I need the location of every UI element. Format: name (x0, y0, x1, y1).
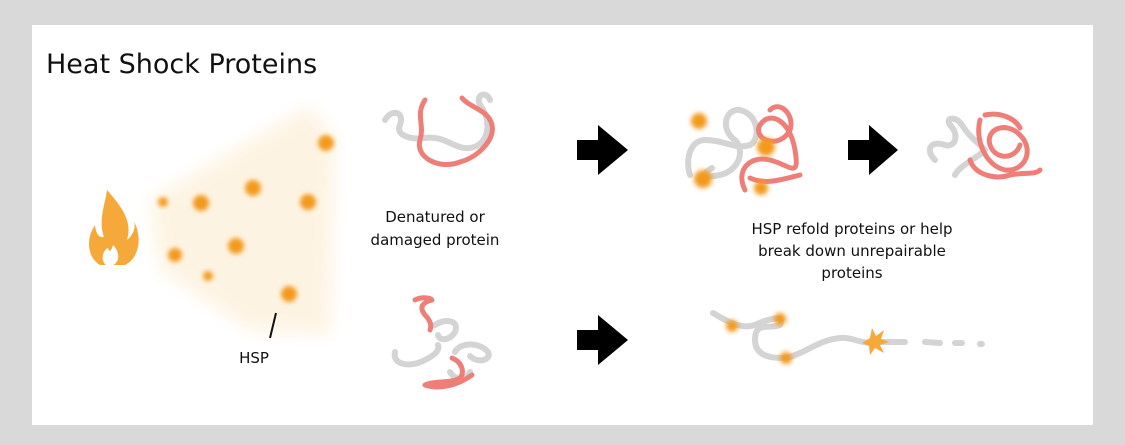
page-title: Heat Shock Proteins (46, 49, 317, 80)
degraded-protein-chain (710, 310, 985, 364)
hsp-dot (228, 238, 244, 254)
denatured-label-line2: damaged protein (371, 231, 500, 249)
damaged-protein-bottom (391, 295, 492, 390)
break-burst-icon (862, 328, 889, 355)
arrow-right-icon (577, 125, 628, 175)
flame-icon (88, 190, 139, 265)
hsp-dots (158, 135, 334, 302)
denatured-label-line1: Denatured or (385, 208, 485, 226)
hsp-dot (245, 180, 261, 196)
outcome-label-line3: proteins (821, 264, 882, 282)
hsp-dot (300, 194, 316, 210)
hsp-dot (193, 195, 209, 211)
damaged-protein-top (382, 91, 495, 168)
folded-protein (926, 111, 1043, 180)
hsp-dot (318, 135, 334, 151)
hsp-dot (281, 286, 297, 302)
hsp-dot (203, 271, 213, 281)
arrow-right-icon (577, 315, 628, 365)
outcome-label-line1: HSP refold proteins or help (751, 220, 952, 238)
heat-cone (150, 105, 335, 335)
hsp-pointer (269, 312, 277, 339)
outcome-label-line2: break down unrepairable (758, 242, 946, 260)
arrow-right-icon (848, 125, 898, 175)
hsp-label: HSP (239, 349, 269, 367)
protein-with-hsp (685, 104, 803, 195)
hsp-dot (158, 197, 168, 207)
hsp-dot (168, 248, 182, 262)
